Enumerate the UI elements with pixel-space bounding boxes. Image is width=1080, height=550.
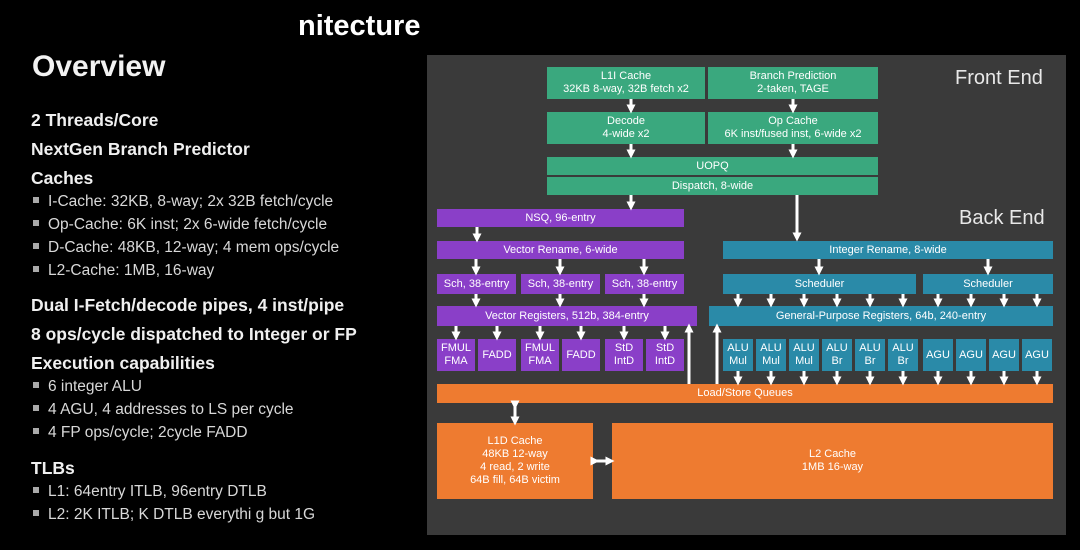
vector-registers-block: Vector Registers, 512b, 384-entry [437, 306, 697, 326]
back-end-label: Back End [959, 207, 1045, 229]
exec-bullet: 6 integer ALU [33, 378, 142, 396]
agu-unit: AGU [956, 339, 986, 371]
ops-dispatch-heading: 8 ops/cycle dispatched to Integer or FP [31, 324, 357, 344]
dispatch-block: Dispatch, 8-wide [547, 177, 878, 195]
fp-scheduler-block: Sch, 38-entry [605, 274, 684, 294]
tlb-bullet: L1: 64entry ITLB, 96entry DTLB [33, 483, 267, 501]
tlb-heading: TLBs [31, 458, 75, 478]
vector-rename-block: Vector Rename, 6-wide [437, 241, 684, 259]
threads-heading: 2 Threads/Core [31, 110, 159, 130]
branch-heading: NextGen Branch Predictor [31, 139, 250, 159]
integer-rename-block: Integer Rename, 8-wide [723, 241, 1053, 259]
front-end-label: Front End [955, 67, 1043, 89]
fadd-unit: FADD [478, 339, 516, 371]
cache-bullet: I-Cache: 32KB, 8-way; 2x 32B fetch/cycle [33, 193, 333, 211]
fp-scheduler-block: Sch, 38-entry [437, 274, 516, 294]
nsq-block: NSQ, 96-entry [437, 209, 684, 227]
agu-unit: AGU [1022, 339, 1052, 371]
agu-scheduler-block: Scheduler [923, 274, 1053, 294]
fp-scheduler-block: Sch, 38-entry [521, 274, 600, 294]
cache-bullet: L2-Cache: 1MB, 16-way [33, 262, 214, 280]
exec-heading: Execution capabilities [31, 353, 215, 373]
cache-bullet: D-Cache: 48KB, 12-way; 4 mem ops/cycle [33, 239, 339, 257]
agu-unit: AGU [989, 339, 1019, 371]
overview-heading: Overview [32, 50, 166, 83]
dual-fetch-heading: Dual I-Fetch/decode pipes, 4 inst/pipe [31, 295, 345, 315]
gpr-block: General-Purpose Registers, 64b, 240-entr… [709, 306, 1053, 326]
exec-bullet: 4 FP ops/cycle; 2cycle FADD [33, 424, 248, 442]
exec-bullet: 4 AGU, 4 addresses to LS per cycle [33, 401, 294, 419]
load-store-queues-block: Load/Store Queues [437, 384, 1053, 403]
cache-bullet: Op-Cache: 6K inst; 2x 6-wide fetch/cycle [33, 216, 327, 234]
connector-arrows [451, 99, 1042, 466]
integer-scheduler-block: Scheduler [723, 274, 916, 294]
fadd-unit: FADD [562, 339, 600, 371]
tlb-bullet: L2: 2K ITLB; K DTLB everythi g but 1G [33, 506, 315, 524]
caches-heading: Caches [31, 168, 94, 188]
uopq-block: UOPQ [547, 157, 878, 175]
slide-title: nitecture [298, 10, 421, 42]
agu-unit: AGU [923, 339, 953, 371]
